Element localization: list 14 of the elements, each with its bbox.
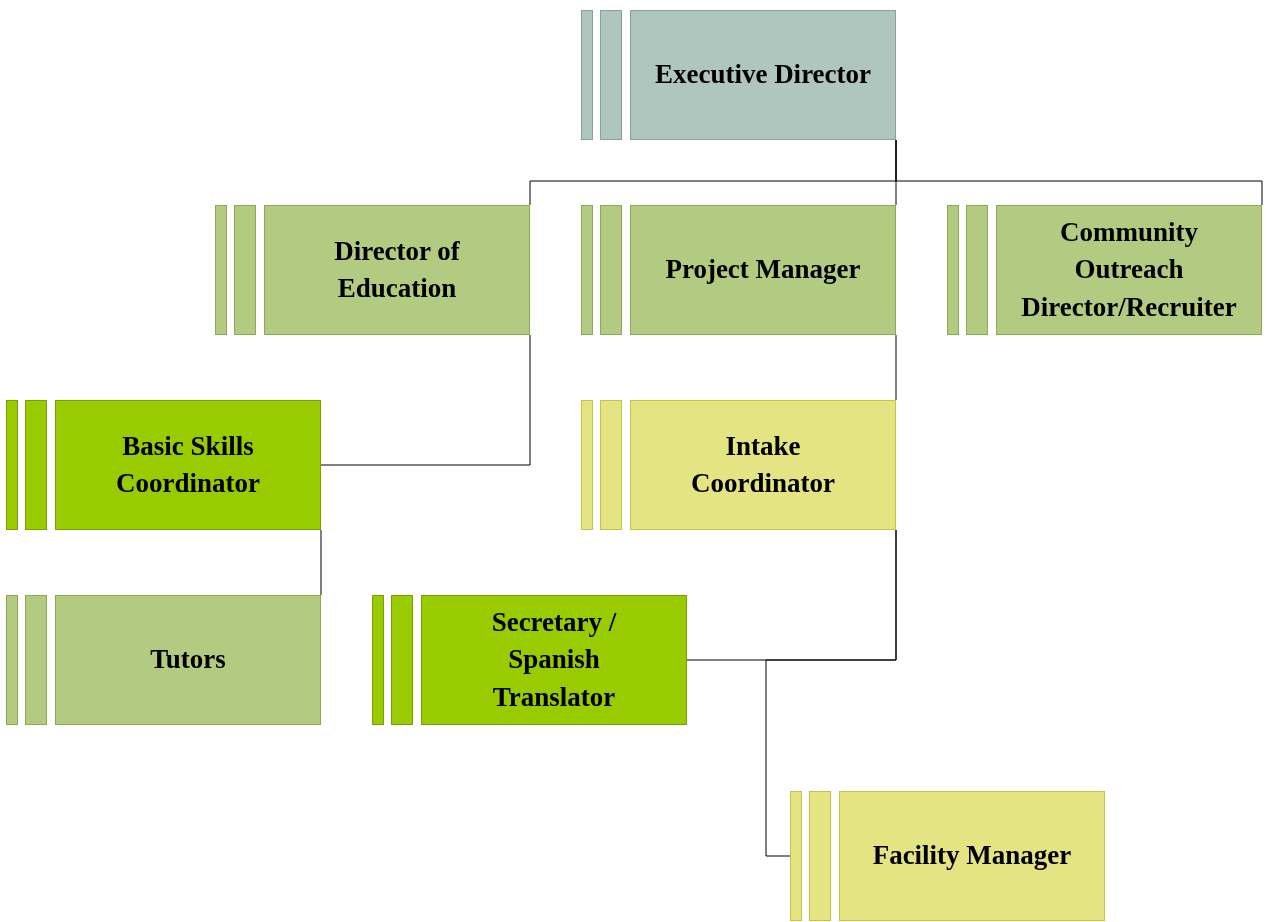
position-title: Basic Skills Coordinator — [115, 429, 261, 500]
position-title: Tutors — [149, 643, 227, 677]
connector-line — [765, 529, 897, 857]
connector-line — [320, 529, 322, 596]
position-title: Executive Director — [653, 58, 873, 92]
position-title: Project Manager — [664, 253, 862, 287]
position-title: Director of Education — [333, 234, 461, 305]
connector-line — [895, 334, 897, 401]
position-title: Intake Coordinator — [690, 429, 836, 500]
position-title: Secretary / Spanish Translator — [490, 606, 618, 714]
connector-line — [895, 139, 1263, 206]
position-title: Community Outreach Director/Recruiter — [1020, 216, 1238, 324]
position-title: Facility Manager — [871, 839, 1073, 873]
connector-line — [320, 334, 531, 466]
